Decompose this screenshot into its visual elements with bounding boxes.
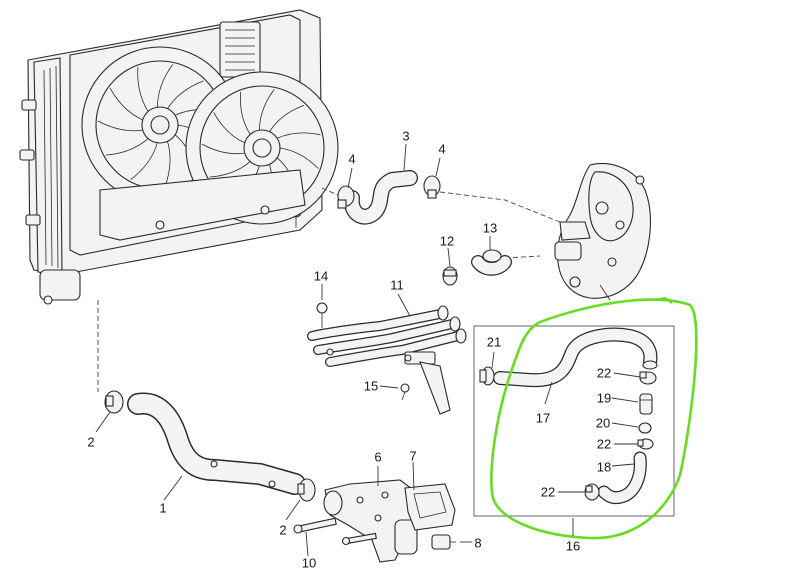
callout-12: 12 [439, 233, 455, 249]
callout-8: 8 [474, 535, 482, 551]
hose-clamp-4-right [423, 175, 441, 199]
callout-21: 21 [486, 334, 502, 350]
callout-7: 7 [409, 448, 417, 464]
fan-blade [97, 120, 143, 132]
fan-blade [213, 112, 245, 144]
center-line-bypass [504, 255, 541, 259]
hose-clamp-21 [479, 366, 495, 386]
bolt-15 [400, 383, 410, 401]
callout-4-right: 4 [438, 141, 446, 157]
callout-2-lower: 2 [279, 522, 287, 538]
center-line-upper-hose [439, 191, 561, 223]
highlight-outline [490, 298, 698, 540]
callout-22-bottom: 22 [540, 484, 556, 500]
clamp-22-bottom [584, 483, 600, 501]
fan-blade [279, 147, 319, 169]
callout-1: 1 [159, 500, 167, 516]
fan-blade [157, 64, 174, 108]
fan-blade [105, 138, 149, 156]
callout-18: 18 [596, 459, 612, 475]
fan-blade [137, 67, 149, 112]
callout-16: 16 [565, 538, 581, 554]
gasket-7 [404, 483, 456, 531]
bolt-lower [341, 532, 377, 546]
hose-clamp-2-upper [104, 390, 124, 414]
callout-22-middle: 22 [596, 436, 612, 452]
callout-6: 6 [374, 449, 382, 465]
water-pump-housing [554, 163, 651, 301]
fan-blade [276, 132, 321, 139]
bolt-10 [293, 517, 337, 534]
thermostat-housing [323, 479, 423, 563]
fan-blade [164, 141, 171, 187]
upper-radiator-hose [343, 170, 418, 225]
callout-19: 19 [596, 390, 612, 406]
hose-clamp-12 [442, 266, 458, 286]
fan-blade [209, 161, 251, 178]
fan-blade [239, 91, 251, 135]
fan-blade [259, 89, 275, 131]
callout-13: 13 [482, 220, 498, 236]
center-line-outlet [321, 187, 341, 197]
hose-kit-16-box [473, 325, 675, 517]
callout-14: 14 [313, 268, 329, 284]
callout-10: 10 [301, 555, 317, 568]
fan-blade [130, 142, 158, 180]
bolt-14 [316, 302, 328, 328]
clamp-22-top [639, 371, 657, 385]
callout-2-upper: 2 [87, 434, 95, 450]
hose-kit-17 [493, 327, 658, 388]
lower-radiator-hose [127, 392, 306, 495]
leader-lines [95, 143, 641, 557]
fan-blade [167, 80, 204, 109]
highlight-tail [654, 296, 673, 304]
bypass-hose-13 [471, 249, 512, 276]
callout-3: 3 [402, 128, 410, 144]
callout-17: 17 [535, 410, 551, 426]
hose-clamp-4-left [337, 185, 355, 209]
fan-blade [201, 143, 245, 155]
fan-blade [269, 104, 305, 132]
callout-11: 11 [390, 277, 404, 293]
hose-clamp-2-lower [297, 478, 316, 502]
fan-shroud-base [99, 169, 306, 241]
clamp-22-middle [637, 438, 654, 450]
callout-22-top: 22 [596, 365, 612, 381]
connector-19 [639, 393, 653, 415]
callout-20: 20 [595, 415, 611, 431]
hose-18 [597, 451, 647, 505]
clamp-20 [638, 422, 652, 434]
callout-4-left: 4 [348, 151, 356, 167]
callout-15: 15 [363, 378, 379, 394]
heater-pipe-assembly [307, 305, 467, 415]
fan-blade [109, 88, 143, 121]
sensor-8 [431, 534, 456, 550]
